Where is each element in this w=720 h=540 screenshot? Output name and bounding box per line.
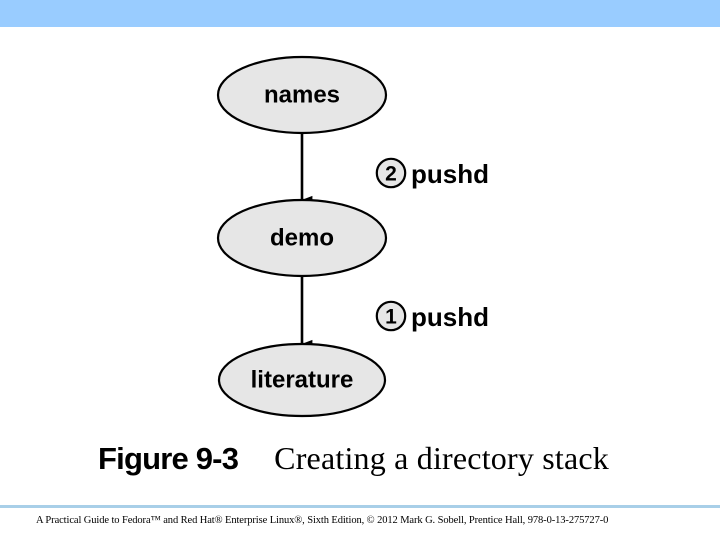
node-demo-label: demo <box>270 225 334 252</box>
step-2-badge-circle <box>375 157 407 189</box>
directory-stack-diagram: names demo literature 2 pushd 1 <box>0 30 720 430</box>
figure-caption: Figure 9-3 Creating a directory stack <box>98 440 609 484</box>
node-names[interactable]: names <box>216 55 388 135</box>
node-literature[interactable]: literature <box>217 342 387 418</box>
node-demo-ellipse <box>216 198 388 278</box>
top-banner <box>0 0 720 27</box>
footer-divider <box>0 505 720 508</box>
footer-citation: A Practical Guide to Fedora™ and Red Hat… <box>36 515 609 526</box>
node-literature-ellipse <box>217 342 387 418</box>
node-literature-label: literature <box>251 367 354 394</box>
node-demo[interactable]: demo <box>216 198 388 278</box>
node-names-label: names <box>264 82 340 109</box>
step-1-badge-circle <box>375 300 407 332</box>
step-2-number: 2 <box>385 163 397 186</box>
step-2-pushd: 2 pushd <box>375 157 489 189</box>
figure-caption-label: Figure 9-3 <box>98 441 239 476</box>
node-names-ellipse <box>216 55 388 135</box>
step-1-pushd: 1 pushd <box>375 300 489 332</box>
step-1-command: pushd <box>411 302 489 332</box>
figure-caption-title: Creating a directory stack <box>274 440 609 476</box>
step-1-number: 1 <box>385 306 397 329</box>
step-2-command: pushd <box>411 159 489 189</box>
